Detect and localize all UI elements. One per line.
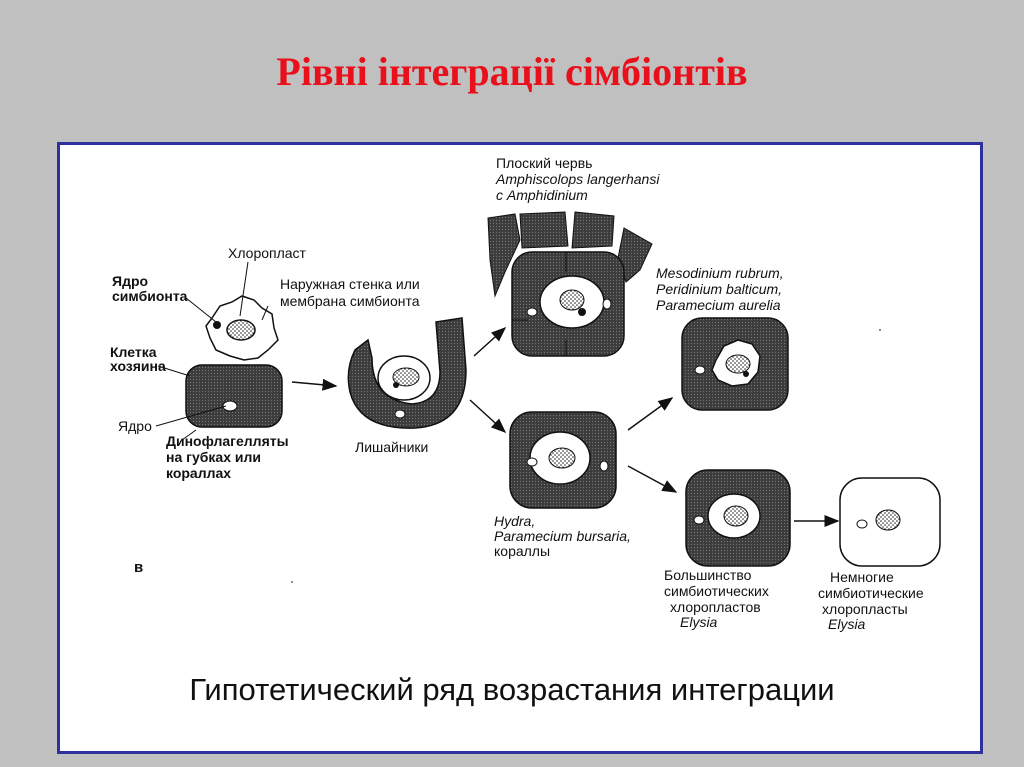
label-most-elysia: Elysia	[680, 614, 718, 630]
label-nucleus: Ядро	[118, 418, 152, 434]
host-cell	[185, 364, 283, 428]
label-corals: кораллы	[494, 543, 551, 559]
label-most: Большинство	[664, 567, 752, 583]
label-flatworm: Плоский червь	[496, 155, 593, 171]
label-chloroplast: Хлоропласт	[228, 245, 306, 261]
flatworm-cell	[487, 211, 653, 357]
label-few-2: симбиотические	[818, 585, 924, 601]
label-symbiont-nucleus-2: симбионта	[112, 288, 188, 304]
free-symbiont	[205, 295, 279, 361]
hydra-cell	[509, 411, 617, 509]
flow-arrows	[291, 326, 840, 527]
label-paramecium-aurelia: Paramecium aurelia	[656, 297, 781, 313]
label-dinoflagellates-3: кораллах	[166, 465, 232, 481]
label-mesodinium: Mesodinium rubrum,	[656, 265, 784, 281]
label-few: Немногие	[830, 569, 894, 585]
label-lichens: Лишайники	[355, 439, 429, 455]
label-outer-wall-2: мембрана симбионта	[280, 293, 420, 309]
label-few-elysia: Elysia	[828, 616, 866, 632]
label-peridinium: Peridinium balticum,	[656, 281, 783, 297]
label-hydra: Hydra,	[494, 513, 536, 529]
label-symbiont-nucleus: Ядро	[112, 273, 149, 289]
label-most-3: хлоропластов	[670, 599, 761, 615]
label-dinoflagellates: Динофлагелляты	[166, 433, 289, 449]
label-host-cell: Клетка	[110, 344, 157, 360]
label-few-3: хлоропласты	[822, 601, 908, 617]
label-outer-wall: Наружная стенка или	[280, 276, 420, 292]
elysia-few-cell	[839, 477, 941, 567]
label-flatworm-species: Amphiscolops langerhansi	[496, 171, 660, 187]
label-paramecium-bursaria: Paramecium bursaria,	[494, 528, 631, 544]
label-dinoflagellates-2: на губках или	[166, 449, 261, 465]
label-host-cell-2: хозяина	[110, 358, 166, 374]
slide-title: Рівні інтеграції сімбіонтів	[276, 49, 748, 94]
diagram-caption: Гипотетический ряд возрастания интеграци…	[189, 672, 835, 707]
elysia-most-cell	[685, 469, 791, 567]
lichen-cell	[347, 317, 467, 429]
mesodinium-cell	[681, 317, 789, 411]
label-flatworm-with: с Amphidinium	[496, 187, 588, 203]
panel-letter: в	[134, 559, 144, 576]
label-most-2: симбиотических	[664, 583, 769, 599]
